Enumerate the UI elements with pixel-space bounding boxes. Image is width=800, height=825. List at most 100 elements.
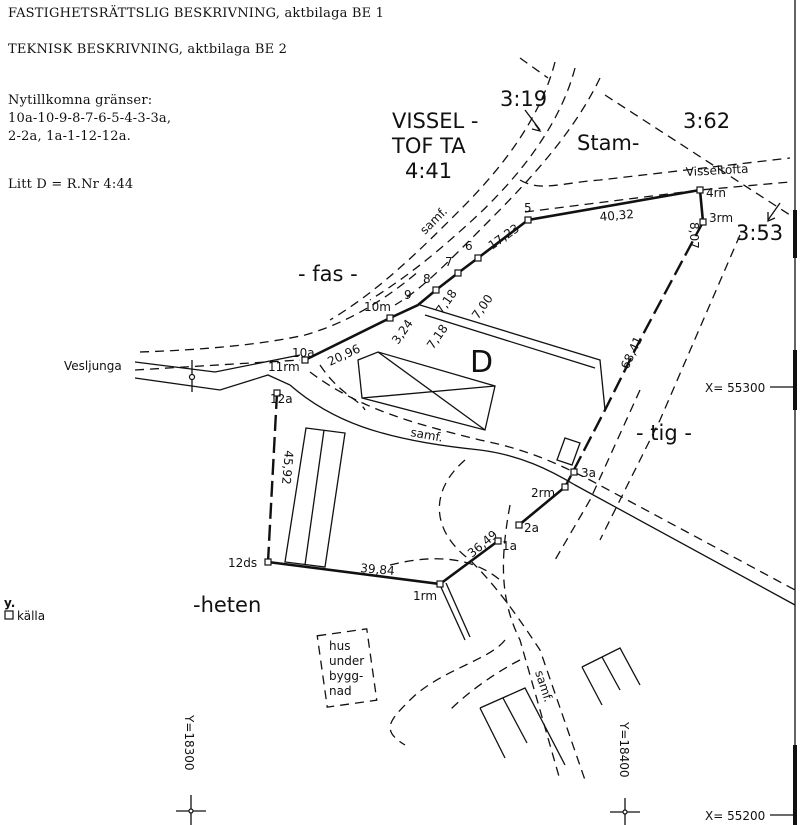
- point-marker: [515, 521, 523, 529]
- note-text: hus: [329, 639, 350, 653]
- point-label: 7: [445, 255, 453, 269]
- road-label-samf: samf.: [417, 204, 450, 237]
- property-label-3-53: 3:53: [736, 221, 783, 245]
- point-marker: [699, 218, 707, 226]
- building-small: [556, 437, 581, 466]
- road-label-visseltofta: Visseltofta: [685, 162, 748, 179]
- grid-label-x55300: X= 55300: [705, 381, 765, 395]
- arrow-icon: [767, 202, 781, 222]
- grid-label-y18300: Y=18300: [182, 714, 196, 771]
- boundary-north: [304, 188, 705, 362]
- point-marker: [436, 580, 444, 588]
- point-label: 3a: [581, 466, 596, 480]
- area-label-vissel: VISSEL -: [392, 109, 478, 133]
- legend-symbol-y: y.: [4, 596, 15, 610]
- new-borders-title: Nytillkomna gränser:: [8, 93, 153, 108]
- dimension: 45,92: [279, 450, 296, 485]
- point-label: 6: [465, 239, 473, 253]
- road-branch: [449, 659, 521, 711]
- new-borders-line-1: 10a-10-9-8-7-6-5-4-3-3a,: [8, 111, 172, 126]
- road-curve: [389, 558, 501, 581]
- point-marker: [494, 537, 502, 545]
- property-label-3-62: 3:62: [683, 109, 730, 133]
- road-visseltofta-edge: [519, 157, 791, 187]
- point-marker: [273, 389, 281, 397]
- road-vesljunga-edge: [134, 354, 301, 373]
- fence-line: [424, 314, 596, 369]
- road-north-edge: [394, 77, 601, 306]
- area-label-stam: Stam-: [577, 131, 639, 155]
- dimension: 68,41: [618, 334, 645, 371]
- dimension: 20,96: [325, 342, 362, 369]
- arrow-icon: [524, 109, 542, 133]
- path-1rm: [445, 582, 471, 638]
- grid-label-y18400: Y=18400: [617, 721, 631, 778]
- road-samf-edge: [309, 371, 796, 591]
- building-south-east: [581, 666, 603, 706]
- note-text: nad: [329, 684, 352, 698]
- road-east-edge: [599, 234, 741, 541]
- note-building-under-construction: hus under bygg- nad: [316, 628, 378, 708]
- dimension: 7,18: [424, 322, 451, 352]
- point-marker: [454, 269, 462, 277]
- building-south-east: [581, 647, 641, 686]
- dimension: 8,07: [687, 222, 701, 249]
- dimension: 17,23: [486, 221, 522, 252]
- new-borders-line-2: 2-2a, 1a-1-12-12a.: [8, 129, 131, 144]
- building-south: [479, 687, 566, 766]
- point-marker: [432, 286, 440, 294]
- point-marker: [570, 468, 578, 476]
- point-labels: 4rn 3rm 5 6 7 8 9 10m 10a 11rm 12a 12ds …: [228, 186, 733, 603]
- driveway: [319, 364, 366, 411]
- road-label-vesljunga: Vesljunga: [64, 359, 122, 373]
- point-label: 1rm: [413, 589, 437, 603]
- point-marker: [561, 483, 569, 491]
- point-label: 1a: [502, 539, 517, 553]
- road-vesljunga-center: [134, 359, 301, 371]
- boundary-west: [266, 392, 279, 563]
- point-label: 5: [524, 201, 532, 215]
- point-marker: [301, 356, 309, 364]
- building-house-d: [357, 351, 496, 431]
- building-cross: [377, 351, 486, 431]
- point-marker: [474, 254, 482, 262]
- road-label-samf: samf.: [532, 669, 555, 704]
- header-line-1: FASTIGHETSRÄTTSLIG BESKRIVNING, aktbilag…: [8, 6, 385, 21]
- point-label: 10a: [292, 346, 315, 360]
- point-label: 11rm: [268, 360, 300, 374]
- point-label: 8: [423, 272, 431, 286]
- property-boundary-362: [519, 57, 791, 216]
- point-label: 3rm: [709, 211, 733, 225]
- point-label: 12ds: [228, 556, 257, 570]
- point-marker: [696, 186, 704, 194]
- path-1rm: [439, 584, 466, 641]
- grid-point: [188, 373, 196, 381]
- building-south: [479, 707, 506, 759]
- point-marker: [264, 558, 272, 566]
- point-label: 2rm: [531, 486, 555, 500]
- building-south-east: [601, 656, 621, 691]
- survey-points: [264, 186, 707, 588]
- area-label-tig: - tig -: [636, 421, 692, 445]
- building-divider: [304, 429, 325, 566]
- dimension: 40,32: [599, 207, 634, 224]
- building-south: [502, 697, 528, 744]
- grid-cross: [176, 795, 640, 825]
- lot-label-d: D: [470, 345, 493, 380]
- header-line-2: TEKNISK BESKRIVNING, aktbilaga BE 2: [8, 42, 288, 57]
- point-marker: [524, 216, 532, 224]
- dimension: 39,84: [360, 561, 395, 578]
- legend-label-kalla: källa: [17, 609, 45, 623]
- property-label-4-41: 4:41: [405, 159, 452, 183]
- building-cross: [361, 385, 496, 399]
- boundary-2-2a: [518, 485, 566, 527]
- road-vesljunga-edge: [134, 374, 291, 391]
- area-label-fas: - fas -: [298, 262, 358, 286]
- building-garage: [284, 427, 346, 568]
- point-marker: [386, 314, 394, 322]
- fence-line: [419, 304, 606, 411]
- grid-label-x55200: X= 55200: [705, 809, 765, 823]
- point-label: 2a: [524, 521, 539, 535]
- road-north-center: [369, 67, 576, 301]
